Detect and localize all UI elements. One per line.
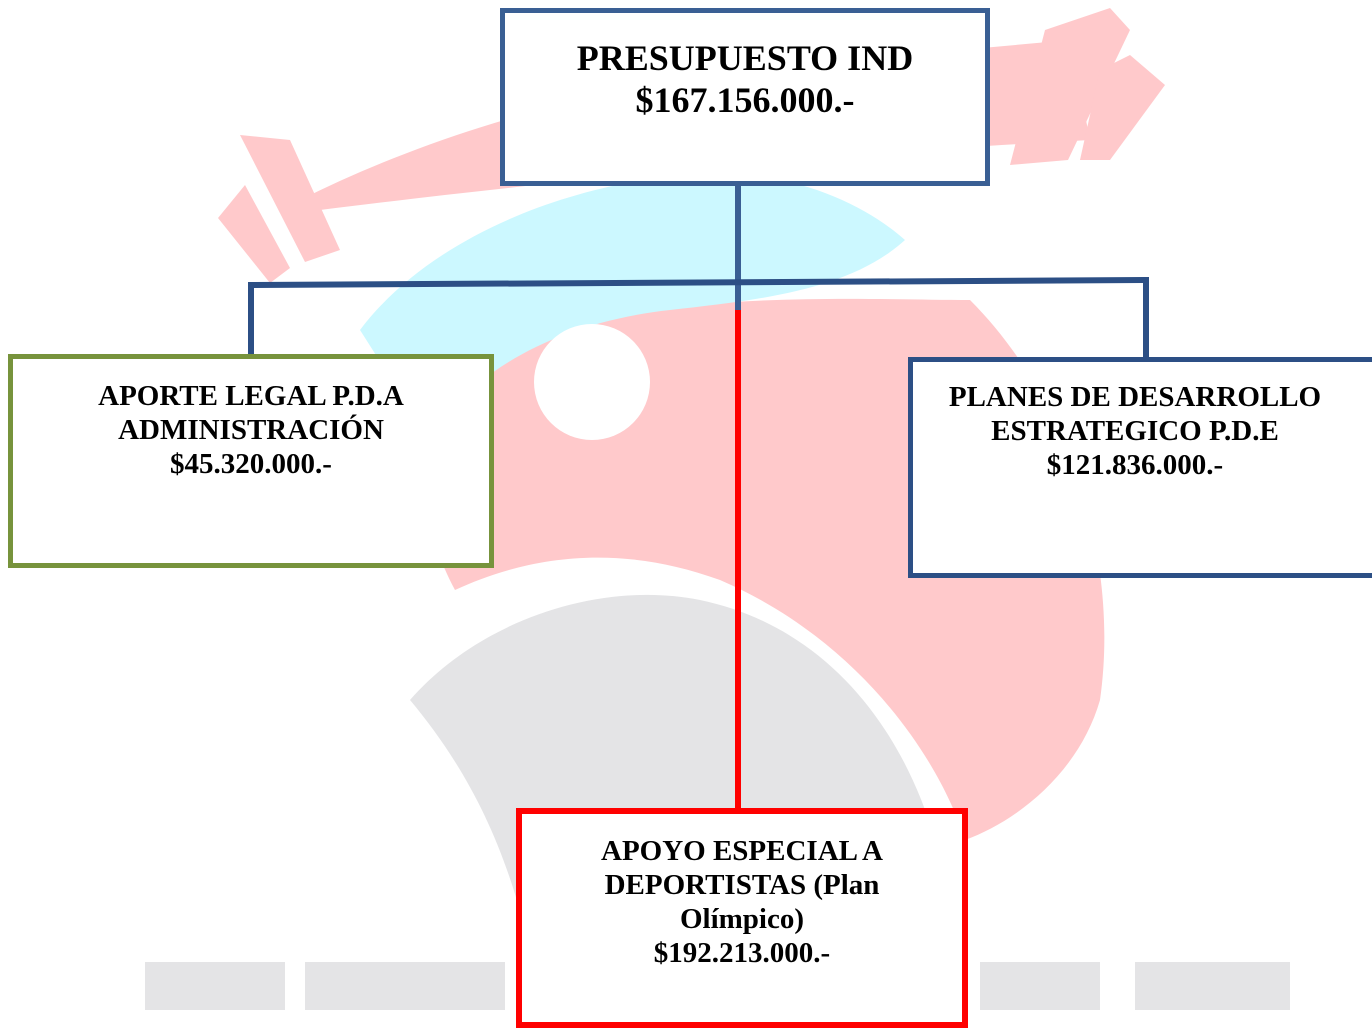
root-title: PRESUPUESTO IND xyxy=(576,38,914,78)
administration-title-line-1: APORTE LEGAL P.D.A xyxy=(98,380,404,412)
watermark-wing-top-left-2 xyxy=(218,185,290,283)
watermark-wing-top-left-1 xyxy=(240,135,340,262)
strategic-plans-title-line-2: ESTRATEGICO P.D.E xyxy=(991,415,1279,447)
olympic-plan-amount: $192.213.000.- xyxy=(653,937,831,969)
watermark-letter-block-2 xyxy=(305,962,505,1010)
budget-root-box: PRESUPUESTO IND $167.156.000.- xyxy=(500,8,990,186)
administration-amount: $45.320.000.- xyxy=(170,448,332,480)
olympic-plan-box: APOYO ESPECIAL A DEPORTISTAS (Plan Olímp… xyxy=(516,808,968,1028)
watermark-letter-block-4 xyxy=(1135,962,1290,1010)
watermark-eye-hole xyxy=(534,324,650,440)
olympic-plan-title-line-2: DEPORTISTAS (Plan xyxy=(604,869,880,901)
watermark-letter-block-1 xyxy=(145,962,285,1010)
strategic-plans-title-line-1: PLANES DE DESARROLLO xyxy=(948,381,1322,413)
administration-title-line-2: ADMINISTRACIÓN xyxy=(118,414,384,446)
olympic-plan-title-line-1: APOYO ESPECIAL A xyxy=(601,835,883,867)
administration-box: APORTE LEGAL P.D.A ADMINISTRACIÓN $45.32… xyxy=(8,354,494,568)
watermark-wing-top-right-1 xyxy=(1010,8,1130,165)
olympic-plan-title-line-3: Olímpico) xyxy=(679,903,805,935)
root-amount: $167.156.000.- xyxy=(635,80,855,120)
strategic-plans-box: PLANES DE DESARROLLO ESTRATEGICO P.D.E $… xyxy=(908,357,1372,578)
strategic-plans-amount: $121.836.000.- xyxy=(1046,449,1224,481)
watermark-wing-top-right-2 xyxy=(1080,55,1165,160)
watermark-cyan-head xyxy=(360,173,905,441)
watermark-letter-block-3 xyxy=(980,962,1100,1010)
connector-horizontal-bus xyxy=(249,277,1149,288)
